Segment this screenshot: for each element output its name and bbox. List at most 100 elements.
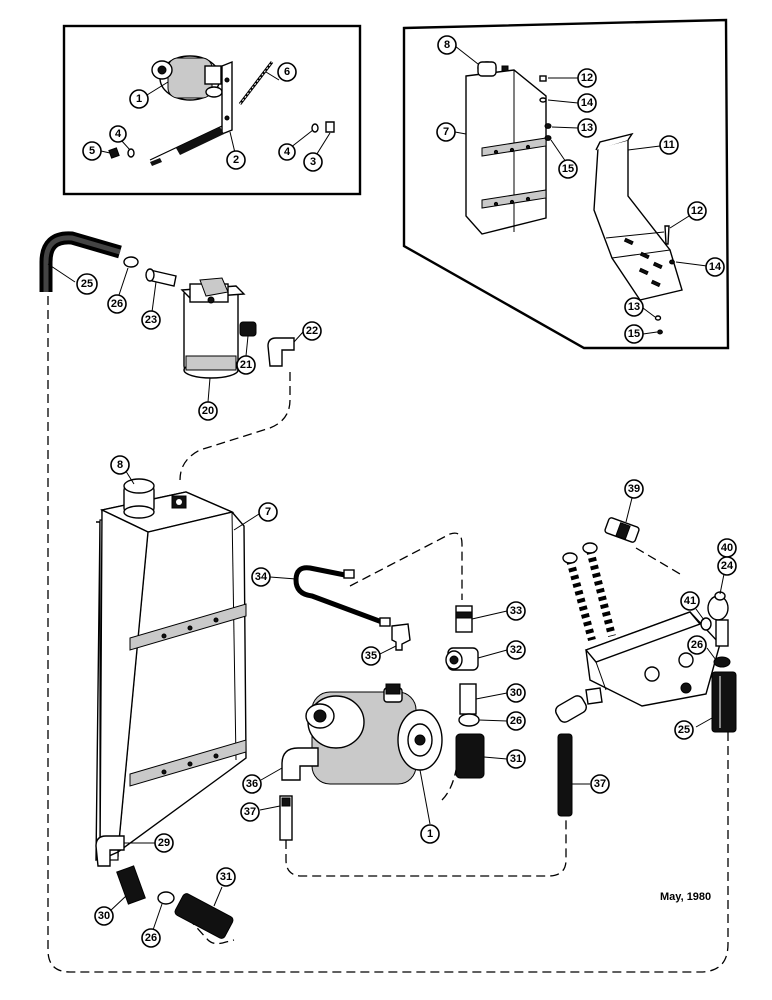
svg-text:30: 30 — [510, 687, 522, 699]
inset-pump-mounting: 1 2 3 4 4 5 6 — [62, 24, 362, 196]
callout-26-clamp-lower: 26 — [141, 928, 161, 948]
filter-drawing — [180, 277, 246, 379]
footer-date: May, 1980 — [660, 891, 711, 903]
callout-3-inset1: 3 — [303, 152, 323, 172]
callout-31-hose-lower: 31 — [216, 867, 236, 887]
callout-21-fitting: 21 — [236, 355, 256, 375]
callout-11-inset2: 11 — [659, 135, 679, 155]
nipple-30-drawing — [116, 865, 146, 905]
svg-text:12: 12 — [581, 72, 593, 84]
clamp-lower-drawing — [157, 891, 175, 905]
tank-drawing — [95, 478, 247, 862]
svg-text:12: 12 — [691, 205, 703, 217]
callout-8-inset2: 8 — [437, 35, 457, 55]
svg-text:29: 29 — [158, 837, 170, 849]
svg-text:34: 34 — [255, 571, 268, 583]
routing-line-outer — [47, 296, 729, 973]
main-assembly: 25 26 23 20 21 22 8 7 34 35 33 32 30 26 … — [39, 231, 737, 973]
callout-15-inset2-bottom: 15 — [624, 324, 644, 344]
svg-text:36: 36 — [246, 778, 258, 790]
callout-1-inset1: 1 — [129, 89, 149, 109]
tube-37-right-drawing — [557, 733, 573, 817]
callout-31-hose-right: 31 — [506, 749, 526, 769]
callout-41-washer: 41 — [680, 591, 700, 611]
inset-tank-mounting: 7 8 11 12 14 13 15 12 14 13 15 — [402, 18, 730, 350]
callout-34-hose: 34 — [251, 567, 271, 587]
svg-text:7: 7 — [265, 506, 271, 518]
callout-5-inset1: 5 — [82, 141, 102, 161]
svg-text:31: 31 — [510, 753, 522, 765]
callout-26-clamp-right: 26 — [506, 711, 526, 731]
svg-text:15: 15 — [628, 328, 640, 340]
svg-text:26: 26 — [510, 715, 522, 727]
svg-text:26: 26 — [111, 298, 123, 310]
svg-text:13: 13 — [628, 301, 640, 313]
callout-30-tube-right: 30 — [506, 683, 526, 703]
svg-text:13: 13 — [581, 122, 593, 134]
callout-4-inset1-right: 4 — [278, 143, 296, 161]
svg-text:30: 30 — [98, 910, 110, 922]
svg-text:7: 7 — [443, 126, 449, 138]
callout-13-inset2-top: 13 — [577, 118, 597, 138]
svg-text:26: 26 — [691, 639, 703, 651]
inset-frame-2 — [402, 18, 730, 350]
callout-25-hose-upper: 25 — [76, 273, 98, 295]
pump-drawing — [305, 683, 443, 785]
svg-text:22: 22 — [306, 325, 318, 337]
callout-2-inset1: 2 — [226, 150, 246, 170]
callout-30-nipple: 30 — [94, 906, 114, 926]
svg-text:21: 21 — [240, 359, 252, 371]
callout-26-clamp-upper: 26 — [107, 294, 127, 314]
svg-text:5: 5 — [89, 145, 95, 157]
callout-7-inset2: 7 — [436, 122, 456, 142]
fitting-21-drawing — [239, 321, 257, 337]
elbow-36-drawing — [281, 747, 319, 781]
svg-text:24: 24 — [721, 560, 734, 572]
svg-text:37: 37 — [594, 778, 606, 790]
callout-37-tube-right: 37 — [590, 774, 610, 794]
svg-text:8: 8 — [444, 39, 450, 51]
callout-25-hose-right: 25 — [674, 720, 694, 740]
callout-22-elbow: 22 — [302, 321, 322, 341]
svg-text:11: 11 — [663, 139, 675, 151]
hose-34-drawing — [293, 565, 351, 581]
bracket-drawing — [221, 60, 233, 136]
svg-text:32: 32 — [510, 644, 522, 656]
svg-text:8: 8 — [117, 459, 123, 471]
svg-text:14: 14 — [709, 261, 722, 273]
routing-line-suction — [187, 917, 235, 945]
elbow-29-drawing — [95, 835, 125, 867]
callout-15-inset2-top: 15 — [558, 159, 578, 179]
svg-text:4: 4 — [115, 128, 122, 140]
callout-32-tee: 32 — [506, 640, 526, 660]
svg-text:6: 6 — [284, 66, 290, 78]
svg-text:14: 14 — [581, 97, 594, 109]
svg-text:26: 26 — [145, 932, 157, 944]
svg-text:40: 40 — [721, 542, 733, 554]
hose-31-right-drawing — [455, 733, 485, 779]
svg-text:23: 23 — [145, 314, 157, 326]
routing-line-hose34 — [349, 532, 463, 600]
fitting-35-drawing — [391, 623, 411, 651]
callout-24-banjo: 24 — [717, 556, 737, 576]
pump-small-drawing — [151, 55, 223, 101]
callout-29-elbow: 29 — [154, 833, 174, 853]
routing-line-pump-lines — [285, 820, 567, 877]
callout-4-inset1-left: 4 — [109, 125, 127, 143]
svg-text:39: 39 — [628, 483, 640, 495]
callout-6-inset1: 6 — [277, 62, 297, 82]
callout-26-clamp-valve: 26 — [687, 635, 707, 655]
tube-37-left-drawing — [279, 795, 293, 841]
svg-text:37: 37 — [244, 806, 256, 818]
tank-bracket-drawing — [593, 132, 683, 301]
svg-text:33: 33 — [510, 605, 522, 617]
inset-frame-1 — [62, 24, 362, 196]
clamp-valve-drawing — [713, 656, 731, 668]
hose-31-lower-drawing — [174, 893, 234, 939]
svg-text:2: 2 — [233, 154, 239, 166]
small-tank-drawing — [465, 61, 547, 235]
callout-12-inset2-top: 12 — [577, 68, 597, 88]
callout-12-inset2-bottom: 12 — [687, 201, 707, 221]
callout-14-inset2-top: 14 — [577, 93, 597, 113]
